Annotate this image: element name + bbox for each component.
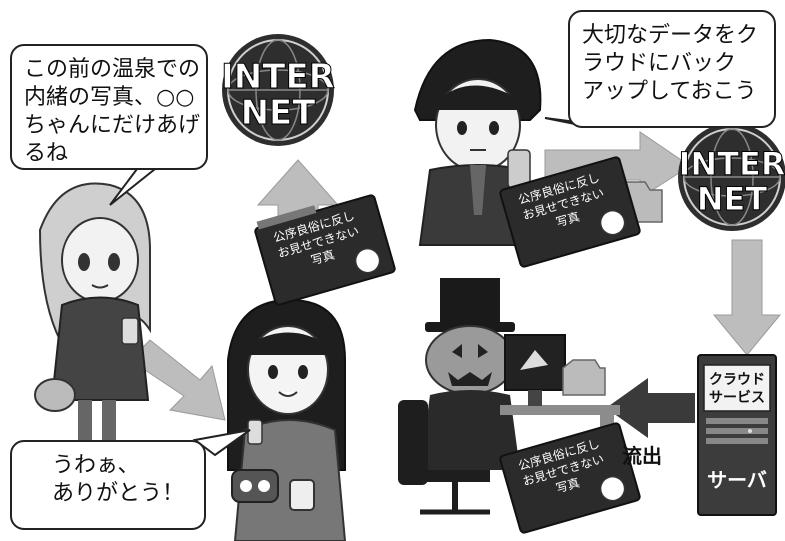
bubble-tail-friend-icon xyxy=(192,429,251,457)
internet-badge-icon xyxy=(222,34,334,146)
arrow-diagonal-icon xyxy=(129,339,226,421)
server-label-top-1: クラウド xyxy=(709,372,765,388)
friend-figure-icon xyxy=(227,298,347,541)
arrow-down-icon xyxy=(712,239,782,356)
man-line-1: 大切なデータをク xyxy=(582,23,759,48)
photo-card-1-icon xyxy=(254,194,396,306)
photo-card-2-line3: 写真 xyxy=(554,210,581,230)
girl-line-3: ちゃんにだけあげ xyxy=(24,113,201,138)
internet-badge-line2: NET xyxy=(241,93,317,133)
girl-line-4: るね xyxy=(24,141,69,166)
internet-badge-line1: INTER xyxy=(221,57,335,97)
speech-bubble-girl: この前の温泉での 内緒の写真、○○ ちゃんにだけあげ るね xyxy=(10,44,208,170)
photo-card-1-line3: 写真 xyxy=(309,248,336,268)
photo-card-3-line3: 写真 xyxy=(554,476,581,496)
girl-line-2: 内緒の写真、○○ xyxy=(24,85,195,110)
man-line-3: アップしておこう xyxy=(582,79,757,104)
friend-line-2: ありがとう！ xyxy=(52,481,185,506)
leak-label: 流出 xyxy=(622,444,662,468)
server-label-bottom: サーバ xyxy=(707,468,767,492)
man-line-2: ラウドにバック xyxy=(582,51,737,76)
photo-card-2-icon xyxy=(499,156,641,268)
speech-bubble-man: 大切なデータをク ラウドにバック アップしておこう xyxy=(568,10,776,128)
man-figure-icon xyxy=(413,38,542,246)
speech-bubble-friend: うわぁ、 ありがとう！ xyxy=(10,440,206,530)
girl-figure-icon xyxy=(34,182,151,480)
internet-badge-2-icon xyxy=(678,123,785,231)
server-icon xyxy=(697,354,777,516)
photo-card-3-icon xyxy=(499,422,641,534)
arrow-leak-icon xyxy=(606,378,695,438)
hacker-figure-icon xyxy=(398,278,620,515)
friend-line-1: うわぁ、 xyxy=(52,453,140,478)
internet-badge-2-line2: NET xyxy=(697,180,768,218)
girl-line-1: この前の温泉での xyxy=(24,57,201,82)
server-label-top-2: サービス xyxy=(709,390,765,406)
internet-badge-2-line1: INTER xyxy=(678,145,785,183)
